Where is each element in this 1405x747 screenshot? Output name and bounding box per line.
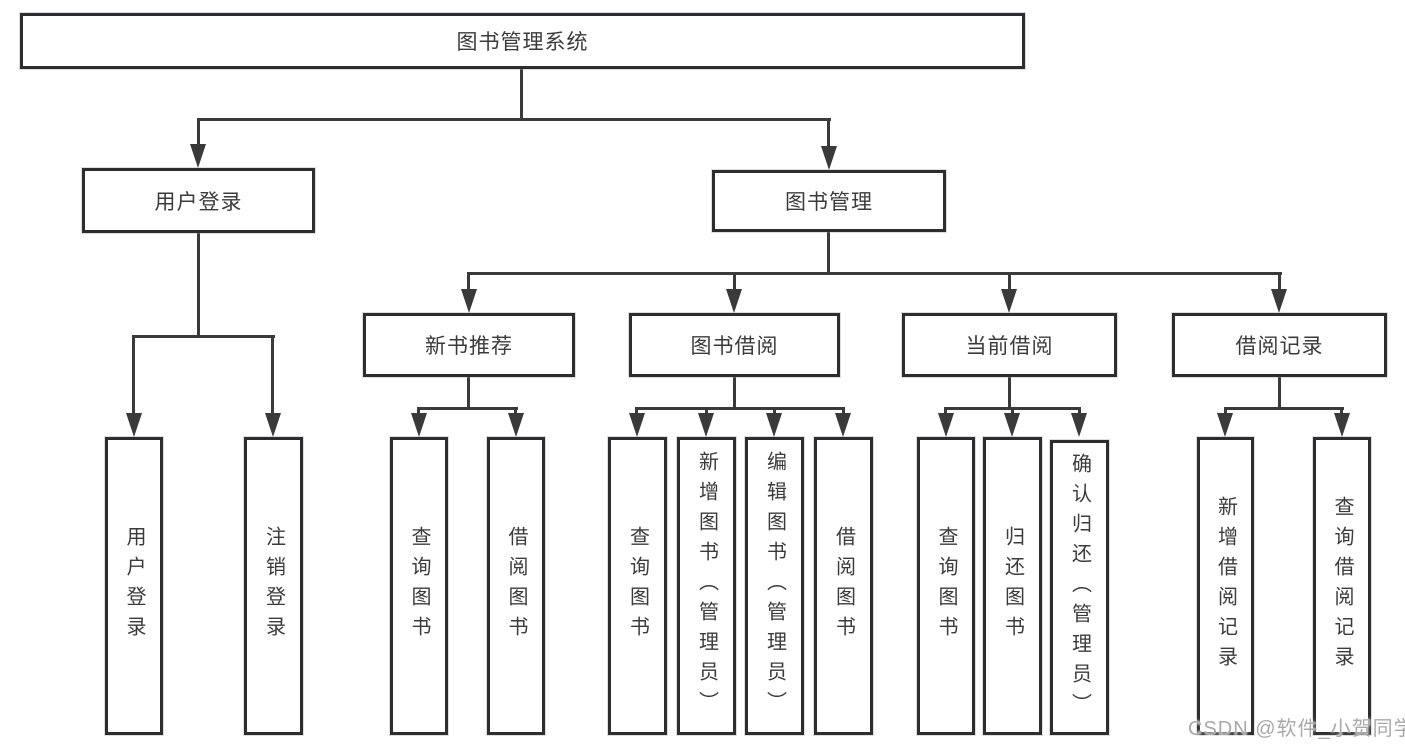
node-label: 当前借阅: [965, 335, 1054, 358]
connector-line: [635, 407, 845, 410]
leaf-query-borrowing-record: 查询借阅记录: [1313, 437, 1371, 735]
leaf-query-books-current: 查询图书: [917, 437, 975, 735]
connector-line: [842, 407, 845, 417]
leaf-query-books-recommend: 查询图书: [390, 437, 448, 735]
connector-line: [827, 232, 830, 272]
leaf-return-books: 归还图书: [983, 437, 1042, 735]
node-current-borrowing: 当前借阅: [902, 313, 1117, 377]
node-label: 查询图书: [626, 526, 649, 646]
arrow-down-icon: [190, 144, 206, 168]
connector-line: [1278, 272, 1281, 292]
arrow-down-icon: [461, 289, 477, 313]
connector-line: [197, 118, 200, 146]
arrow-down-icon: [766, 413, 782, 437]
node-book-borrowing: 图书借阅: [629, 313, 840, 377]
watermark: CSDN @软件_小贺同学: [1188, 718, 1405, 740]
connector-line: [132, 335, 275, 338]
node-user-login: 用户登录: [82, 168, 315, 233]
connector-line: [197, 233, 200, 335]
node-label: 查询图书: [935, 526, 957, 646]
connector-line: [467, 272, 470, 292]
leaf-borrow-books-recommend: 借阅图书: [487, 437, 545, 735]
node-label: 借阅记录: [1235, 335, 1324, 358]
node-label: 归还图书: [1001, 526, 1024, 646]
connector-line: [733, 272, 736, 292]
arrow-down-icon: [265, 413, 281, 437]
node-label: 新书推荐: [425, 335, 513, 358]
connector-line: [1224, 407, 1344, 410]
connector-line: [733, 377, 736, 407]
connector-line: [635, 407, 638, 417]
leaf-add-borrowing-record: 新增借阅记录: [1197, 437, 1254, 735]
arrow-down-icon: [629, 413, 645, 437]
node-new-book-recommendation: 新书推荐: [363, 313, 575, 377]
connector-line: [1078, 407, 1081, 417]
connector-line: [132, 335, 135, 415]
arrow-down-icon: [1334, 413, 1350, 437]
connector-line: [1008, 377, 1011, 407]
arrow-down-icon: [938, 413, 954, 437]
node-label: 确认归还（管理员）: [1068, 452, 1091, 723]
connector-line: [1340, 407, 1343, 417]
connector-line: [944, 407, 947, 417]
node-label: 借阅图书: [832, 526, 855, 646]
connector-line: [520, 69, 523, 118]
leaf-logout: 注销登录: [244, 437, 303, 735]
connector-line: [467, 272, 1282, 275]
connector-line: [1278, 377, 1281, 407]
arrow-down-icon: [1001, 289, 1017, 313]
arrow-down-icon: [411, 413, 427, 437]
connector-line: [1008, 272, 1011, 292]
arrow-down-icon: [835, 413, 851, 437]
arrow-down-icon: [821, 146, 837, 170]
arrow-down-icon: [1217, 413, 1233, 437]
arrow-down-icon: [698, 413, 714, 437]
arrow-down-icon: [508, 413, 524, 437]
arrow-down-icon: [1071, 413, 1087, 437]
arrow-down-icon: [1004, 413, 1020, 437]
leaf-edit-book-admin: 编辑图书（管理员）: [745, 437, 804, 735]
node-label: 查询借阅记录: [1331, 496, 1353, 676]
node-library-management-system: 图书管理系统: [20, 13, 1025, 69]
arrow-down-icon: [1271, 289, 1287, 313]
node-borrowing-records: 借阅记录: [1172, 313, 1387, 377]
connector-line: [417, 407, 518, 410]
node-label: 用户登录: [123, 526, 145, 646]
connector-line: [705, 407, 708, 417]
node-label: 用户登录: [154, 190, 243, 214]
leaf-query-books-borrowing: 查询图书: [608, 437, 667, 735]
arrow-down-icon: [126, 413, 142, 437]
node-label: 注销登录: [262, 526, 285, 646]
node-label: 图书管理: [785, 191, 873, 214]
connector-line: [271, 335, 274, 415]
connector-line: [514, 407, 517, 417]
connector-line: [773, 407, 776, 417]
connector-line: [1224, 407, 1227, 417]
node-book-management: 图书管理: [712, 170, 946, 232]
node-label: 借阅图书: [505, 526, 527, 646]
connector-line: [197, 118, 831, 121]
node-label: 编辑图书（管理员）: [763, 451, 786, 721]
connector-line: [827, 118, 830, 146]
node-label: 新增借阅记录: [1214, 496, 1237, 676]
node-label: 新增图书（管理员）: [695, 451, 718, 721]
leaf-add-book-admin: 新增图书（管理员）: [677, 437, 736, 735]
node-label: 图书借阅: [690, 335, 779, 358]
leaf-confirm-return-admin: 确认归还（管理员）: [1050, 440, 1109, 735]
connector-line: [1011, 407, 1014, 417]
leaf-user-login: 用户登录: [105, 437, 163, 735]
connector-line: [467, 377, 470, 407]
connector-line: [417, 407, 420, 417]
node-label: 查询图书: [408, 526, 430, 646]
node-label: 图书管理系统: [456, 31, 589, 54]
arrow-down-icon: [726, 289, 742, 313]
leaf-borrow-books-borrowing: 借阅图书: [814, 437, 873, 735]
